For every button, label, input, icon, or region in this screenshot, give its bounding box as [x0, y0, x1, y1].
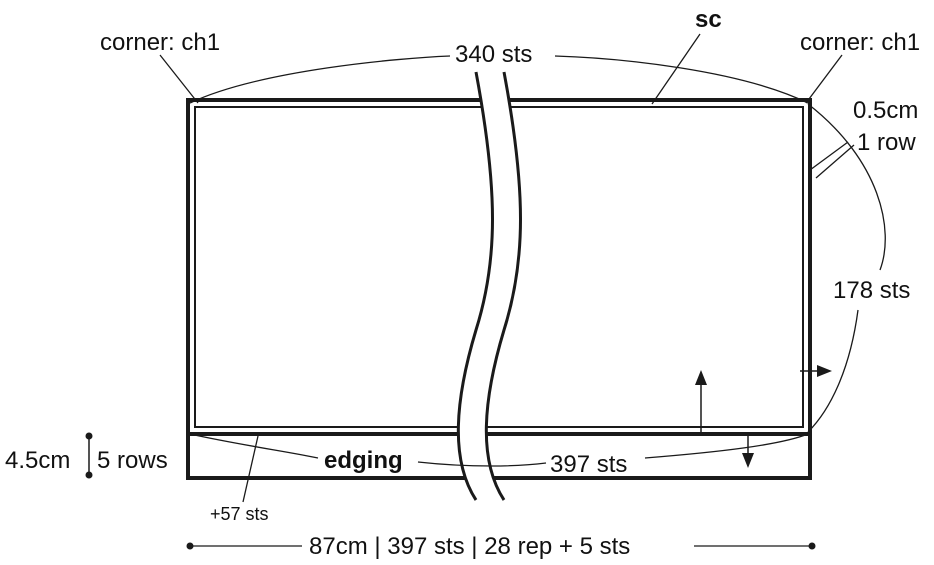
side-arc-top [807, 103, 886, 271]
edging-height-marker [85, 432, 93, 479]
stitch-type-label: sc [695, 6, 722, 33]
increase-leader [242, 435, 259, 503]
side-sts-label: 178 sts [833, 277, 910, 304]
top-arc-left [189, 55, 451, 104]
border-leader-1 [809, 141, 849, 171]
border-width-label: 0.5cm [853, 97, 918, 124]
side-arc-bottom [807, 309, 859, 433]
corner-right-label: corner: ch1 [800, 29, 920, 56]
up-arrow-icon [695, 370, 707, 432]
edging-rows-label: 5 rows [97, 447, 168, 474]
sc-leader [651, 33, 701, 105]
border-leader-2 [815, 144, 855, 179]
break-line-left [456, 71, 494, 501]
edging-leader [189, 433, 319, 459]
edging-sts-arc-right [644, 433, 809, 459]
bottom-measure-line [186, 542, 816, 550]
corner-right-leader [805, 54, 843, 104]
edging-band [186, 432, 812, 480]
edging-label: edging [324, 447, 403, 474]
right-arrow-icon [800, 365, 832, 377]
increase-label: +57 sts [210, 504, 269, 524]
break-gap [458, 72, 521, 500]
bottom-measure-label: 87cm | 397 sts | 28 rep + 5 sts [309, 533, 630, 560]
edging-sts-label: 397 sts [550, 451, 627, 478]
corner-left-leader [159, 54, 199, 104]
top-sts-label: 340 sts [455, 41, 532, 68]
edging-height-label: 4.5cm [5, 447, 70, 474]
corner-left-label: corner: ch1 [100, 29, 220, 56]
edging-sts-arc-left [417, 461, 547, 467]
border-rows-label: 1 row [857, 129, 916, 156]
top-arc-right [554, 55, 809, 104]
down-arrow-icon [742, 434, 754, 468]
break-line-right [484, 71, 522, 501]
